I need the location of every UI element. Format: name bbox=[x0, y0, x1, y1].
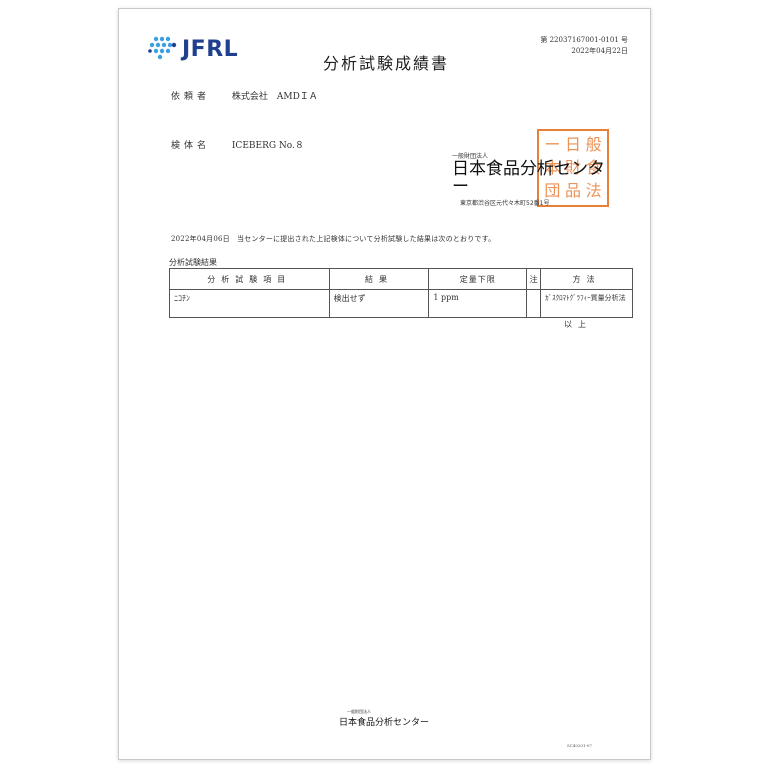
seal-glyph: 本 bbox=[544, 157, 561, 177]
seal-glyph: 団 bbox=[544, 180, 561, 200]
cell-lod: 1 ppm bbox=[428, 289, 528, 318]
cell-result: 検出せず bbox=[328, 289, 430, 318]
closing-remark: 以上 bbox=[564, 320, 592, 329]
seal-glyph: 日 bbox=[564, 135, 581, 155]
jfrl-logo-icon bbox=[148, 36, 177, 60]
logo-text: JFRL bbox=[182, 37, 239, 62]
sample-value: ICEBERG No.８ bbox=[231, 141, 304, 151]
seal-glyph: 食 bbox=[585, 157, 602, 177]
seal-glyph: 財 bbox=[564, 157, 581, 177]
cell-method: ｶﾞｽｸﾛﾏﾄｸﾞﾗﾌｨｰ質量分析法 bbox=[540, 289, 633, 318]
client-value: 株式会社 AMDＩＡ bbox=[231, 92, 318, 102]
footer-name: 日本食品分析センター bbox=[339, 718, 430, 728]
document-title: 分析試験成績書 bbox=[323, 54, 450, 73]
issuer-block: 一般財団法人 日本食品分析センター 東京都渋谷区元代々木町52番1号 bbox=[452, 151, 612, 207]
issuer-org-type: 一般財団法人 bbox=[452, 153, 489, 160]
client-field: 依頼者 株式会社 AMDＩＡ bbox=[171, 89, 318, 102]
header-lod: 定量下限 bbox=[428, 268, 528, 290]
official-seal-stamp: ー日般本財食団品法 bbox=[537, 129, 609, 207]
jfrl-logo: JFRL bbox=[146, 33, 256, 69]
section-title: 分析試験結果 bbox=[169, 258, 217, 267]
seal-glyphs: ー日般本財食団品法 bbox=[542, 134, 604, 202]
sample-label: 検体名 bbox=[171, 141, 211, 151]
results-table: 分析試験項目 結果 定量下限 注 方法 ﾆｺﾁﾝ 検出せず 1 ppm ｶﾞｽｸ… bbox=[169, 268, 633, 318]
document-number: 第 22037167001-0101 号 bbox=[540, 36, 628, 44]
issuer-address: 東京都渋谷区元代々木町52番1号 bbox=[460, 200, 550, 207]
seal-glyph: 般 bbox=[585, 135, 602, 155]
client-label: 依頼者 bbox=[171, 92, 211, 102]
table-header-row: 分析試験項目 結果 定量下限 注 方法 bbox=[169, 268, 633, 290]
seal-glyph: 法 bbox=[585, 180, 602, 200]
form-code: SC40201-07 bbox=[567, 743, 592, 748]
seal-glyph: 品 bbox=[564, 180, 581, 200]
footer-org-type: 一般財団法人 bbox=[347, 709, 371, 714]
header-note: 注 bbox=[526, 268, 542, 290]
footer-issuer: 一般財団法人 日本食品分析センター bbox=[339, 709, 459, 728]
seal-glyph: ー bbox=[544, 135, 561, 155]
cell-item: ﾆｺﾁﾝ bbox=[169, 289, 330, 318]
cell-note bbox=[526, 289, 542, 318]
issuer-name: 日本食品分析センター bbox=[452, 159, 605, 197]
result-statement: 2022年04月06日 当センターに提出された上記検体について分析試験した結果は… bbox=[171, 235, 496, 243]
header-item: 分析試験項目 bbox=[169, 268, 330, 290]
document-page: JFRL 分析試験成績書 第 22037167001-0101 号 2022年0… bbox=[118, 8, 651, 760]
header-method: 方法 bbox=[540, 268, 633, 290]
sample-field: 検体名 ICEBERG No.８ bbox=[171, 138, 304, 151]
document-date: 2022年04月22日 bbox=[571, 47, 628, 55]
header-result: 結果 bbox=[328, 268, 430, 290]
table-row: ﾆｺﾁﾝ 検出せず 1 ppm ｶﾞｽｸﾛﾏﾄｸﾞﾗﾌｨｰ質量分析法 bbox=[169, 289, 633, 318]
